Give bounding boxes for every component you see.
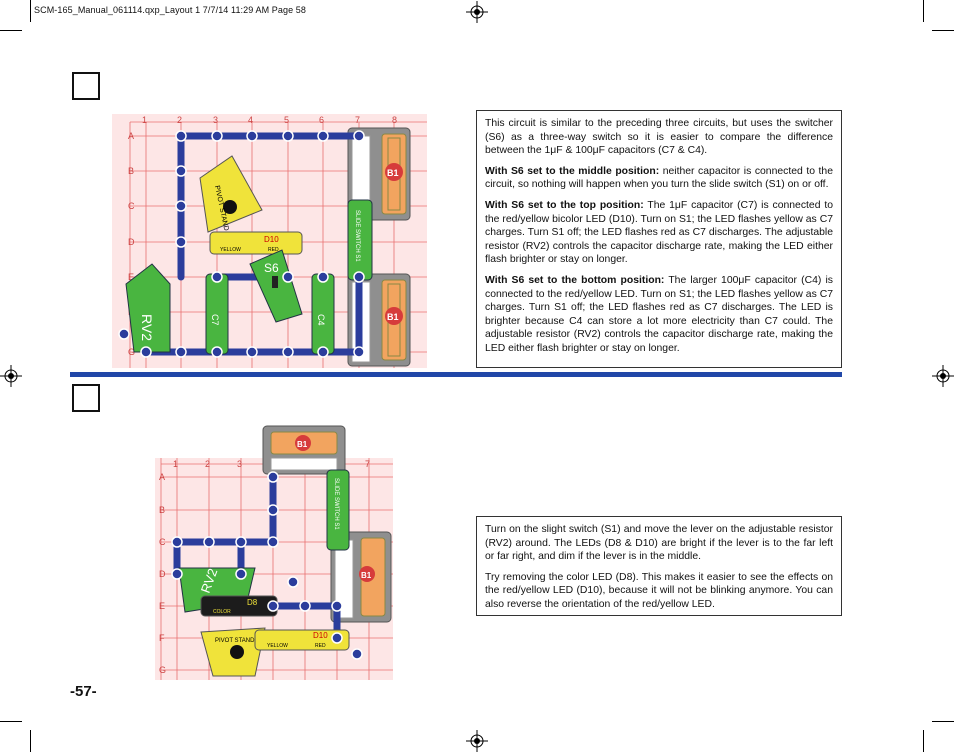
part-label: C4 <box>316 314 326 326</box>
part-label: B1 <box>387 168 399 178</box>
bottom-position-paragraph: With S6 set to the bottom position: The … <box>485 274 833 356</box>
grid-row-label: B <box>128 166 134 176</box>
part-label: B1 <box>297 440 308 449</box>
circuit-diagram-b: 1 2 3 7 A B C D E F G B1 B1 SLIDE SWI <box>155 425 393 680</box>
part-label: RV2 <box>139 314 155 341</box>
paragraph-2: Try removing the color LED (D8). This ma… <box>485 571 833 610</box>
top-position-label: With S6 set to the top position: <box>485 199 644 211</box>
grid-row-label: B <box>159 505 165 515</box>
part-label: RED <box>315 643 326 649</box>
grid-row-label: D <box>159 569 166 579</box>
resistor-rv2: RV2 <box>125 263 171 353</box>
crop-mark <box>932 721 954 722</box>
grid-col-label: 7 <box>355 115 360 125</box>
grid-row-label: D <box>128 237 135 247</box>
part-label: D10 <box>313 631 328 640</box>
grid-row-label: E <box>128 272 134 282</box>
grid-col-label: 2 <box>177 115 182 125</box>
part-label: RED <box>268 247 279 253</box>
middle-position-paragraph: With S6 set to the middle position: neit… <box>485 165 833 192</box>
grid-col-label: 6 <box>319 115 324 125</box>
crop-mark <box>0 721 22 722</box>
capacitor-c7: C7 <box>205 273 229 355</box>
battery-b1-top: B1 <box>347 127 411 221</box>
grid-row-label: F <box>159 633 165 643</box>
registration-mark-icon <box>466 1 488 23</box>
grid-col-label: 1 <box>142 115 147 125</box>
led-d10: D10 YELLOW RED <box>254 629 350 651</box>
project-number-box <box>72 72 100 100</box>
project-b-description: Turn on the slight switch (S1) and move … <box>476 516 842 616</box>
grid-row-label: C <box>128 201 135 211</box>
grid-row-label: A <box>159 472 165 482</box>
registration-mark-icon <box>0 365 22 387</box>
intro-paragraph: This circuit is similar to the preceding… <box>485 118 833 157</box>
battery-b1-right: B1 <box>330 531 392 623</box>
part-label: SLIDE SWITCH S1 <box>333 478 339 530</box>
part-label: D8 <box>247 598 258 607</box>
crop-mark <box>923 730 924 752</box>
part-label: YELLOW <box>220 247 241 253</box>
grid-col-label: 1 <box>173 459 178 469</box>
switcher-s6: S6 <box>249 249 303 323</box>
crop-mark <box>923 0 924 22</box>
crop-mark <box>30 0 31 22</box>
paragraph-1: Turn on the slight switch (S1) and move … <box>485 524 833 563</box>
circuit-diagram-a: 1 2 3 4 5 6 7 8 A B C D E F G B1 B1 <box>112 114 427 368</box>
header-slug: SCM-165_Manual_061114.qxp_Layout 1 7/7/1… <box>34 5 306 15</box>
grid-col-label: 3 <box>213 115 218 125</box>
middle-position-label: With S6 set to the middle position: <box>485 165 660 177</box>
registration-mark-icon <box>466 730 488 752</box>
page-number: -57- <box>70 683 97 700</box>
led-d10: D10 YELLOW RED <box>209 231 303 255</box>
project-number-box <box>72 384 100 412</box>
bottom-position-text: The larger 100μF capacitor (C4) is conne… <box>485 274 833 354</box>
top-position-paragraph: With S6 set to the top position: The 1μF… <box>485 199 833 267</box>
part-label: C7 <box>210 314 220 326</box>
pivot-stand: PIVOT STAND <box>199 155 263 233</box>
project-a-description: This circuit is similar to the preceding… <box>476 110 842 368</box>
part-label: B1 <box>361 571 372 580</box>
section-divider <box>70 372 842 377</box>
part-label: B1 <box>387 312 399 322</box>
grid-col-label: 8 <box>392 115 397 125</box>
part-label: D10 <box>264 235 279 244</box>
led-d8: D8 COLOR <box>200 595 278 617</box>
crop-mark <box>932 30 954 31</box>
grid-row-label: A <box>128 131 134 141</box>
top-position-text: The 1μF capacitor (C7) is connected to t… <box>485 199 833 266</box>
slide-switch-s1: SLIDE SWITCH S1 <box>326 469 350 551</box>
grid-row-label: C <box>159 537 166 547</box>
crop-mark <box>30 730 31 752</box>
grid-col-label: 4 <box>248 115 253 125</box>
bottom-position-label: With S6 set to the bottom position: <box>485 274 665 286</box>
middle-position-text: neither capacitor is connected to the ci… <box>485 165 833 191</box>
part-label: S6 <box>264 261 279 275</box>
slide-switch-s1: SLIDE SWITCH S1 <box>347 199 373 281</box>
grid-row-label: E <box>159 601 165 611</box>
registration-mark-icon <box>932 365 954 387</box>
part-label: SLIDE SWITCH S1 <box>354 210 360 262</box>
grid-col-label: 7 <box>365 459 370 469</box>
battery-b1-top: B1 <box>262 425 346 475</box>
grid-col-label: 2 <box>205 459 210 469</box>
pivot-stand: PIVOT STAND <box>200 627 266 677</box>
grid-row-label: G <box>128 347 135 357</box>
grid-row-label: G <box>159 665 166 675</box>
part-label: PIVOT STAND <box>215 638 255 644</box>
part-label: YELLOW <box>267 643 288 649</box>
capacitor-c4: C4 <box>311 273 335 355</box>
crop-mark <box>0 30 22 31</box>
grid-col-label: 5 <box>284 115 289 125</box>
part-label: COLOR <box>213 609 231 615</box>
grid-col-label: 3 <box>237 459 242 469</box>
